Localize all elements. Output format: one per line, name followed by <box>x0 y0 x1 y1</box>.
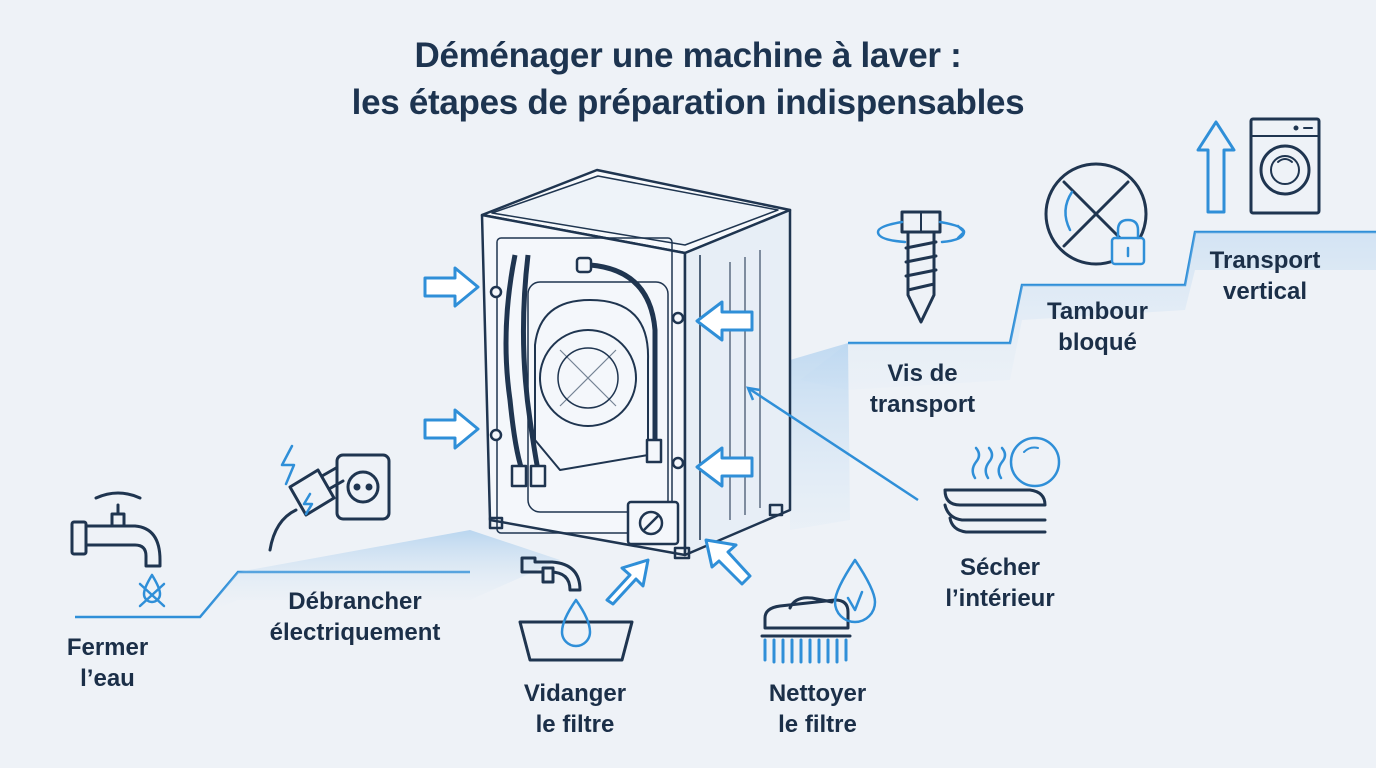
arrow-markers <box>423 266 754 606</box>
step-label-unplug: Débrancher électriquement <box>269 588 441 646</box>
step-label-transport-bolts: Vis de transport <box>869 360 976 418</box>
step-label-locked-drum: Tambour bloqué <box>1047 298 1148 356</box>
upright-washer-icon <box>1196 117 1321 215</box>
step-label-clean-filter: Nettoyer le filtre <box>768 680 867 738</box>
locked-drum-icon <box>1044 162 1148 266</box>
page-title: Déménager une machine à laver : les étap… <box>0 32 1376 126</box>
water-tap-icon <box>70 491 166 608</box>
brush-icon <box>760 558 877 664</box>
power-plug-icon <box>268 444 391 552</box>
step-label-close-water: Fermer l’eau <box>66 634 149 692</box>
pointer-line <box>745 386 919 502</box>
step-label-dry-inside: Sécher l’intérieur <box>945 554 1055 612</box>
drying-cloth-icon <box>943 436 1061 534</box>
step-label-drain-filter: Vidanger le filtre <box>523 680 627 738</box>
title-line-2: les étapes de préparation indispensables <box>351 83 1025 122</box>
transport-bolt-icon <box>876 210 966 324</box>
step-label-upright-transport: Transport vertical <box>1209 247 1321 305</box>
drain-basin-icon <box>518 556 634 662</box>
washing-machine-illustration <box>480 168 792 560</box>
title-line-1: Déménager une machine à laver : <box>414 36 962 75</box>
